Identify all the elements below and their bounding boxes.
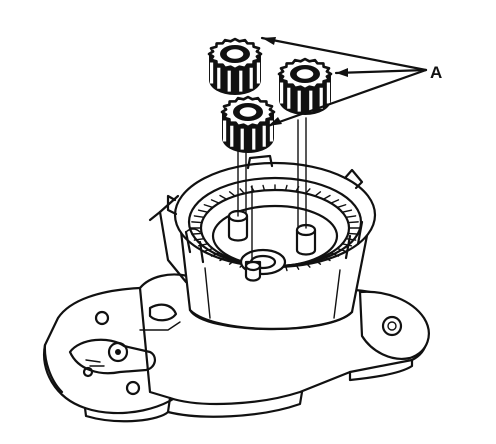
- planetary-gears: [207, 37, 333, 153]
- ring-gear-tooth: [203, 247, 214, 252]
- planetary-gear-1: [207, 37, 263, 95]
- ring-gear-tooth: [228, 259, 236, 265]
- ring-gear-tooth: [347, 221, 359, 224]
- ring-gear-tooth: [191, 221, 203, 224]
- ring-gear-tooth: [336, 247, 347, 252]
- ring-gear-tooth: [341, 243, 353, 247]
- ring-gear-tooth: [341, 209, 353, 213]
- callout-a: A: [260, 36, 442, 128]
- ring-gear-tooth: [305, 261, 311, 268]
- ring-gear-tooth: [336, 204, 347, 209]
- ring-gear-tooth: [345, 238, 357, 241]
- ring-gear-tooth: [347, 232, 359, 235]
- planetary-gear-3: [220, 95, 276, 153]
- ring-gear-tooth: [314, 259, 322, 265]
- ring-gear-tooth: [228, 191, 236, 197]
- ring-gear-tooth: [284, 184, 288, 192]
- ring-gear-tooth: [219, 194, 228, 200]
- ring-gear-tooth: [239, 188, 245, 195]
- ring-gear-tooth: [262, 184, 266, 192]
- ring-gear-tooth: [210, 199, 220, 204]
- ring-gear-tooth: [219, 256, 228, 262]
- ring-gear-tooth: [193, 215, 205, 218]
- ring-gear-teeth: [190, 184, 360, 272]
- ring-gear-tooth: [322, 256, 331, 262]
- ring-gear-tooth: [314, 191, 322, 197]
- ring-gear-tooth: [203, 204, 214, 209]
- explode-lines: [237, 117, 307, 263]
- ring-gear-tooth: [330, 252, 340, 257]
- ring-gear-tooth: [197, 209, 209, 213]
- planetary-gear-2: [277, 57, 333, 115]
- ring-gear-tooth: [193, 238, 205, 241]
- callout-label: A: [430, 63, 442, 82]
- ring-gear-tooth: [322, 194, 331, 200]
- ring-gear-tooth: [345, 215, 357, 218]
- ring-gear-tooth: [191, 232, 203, 235]
- ring-gear-tooth: [210, 252, 220, 257]
- ring-gear-tooth: [330, 199, 340, 204]
